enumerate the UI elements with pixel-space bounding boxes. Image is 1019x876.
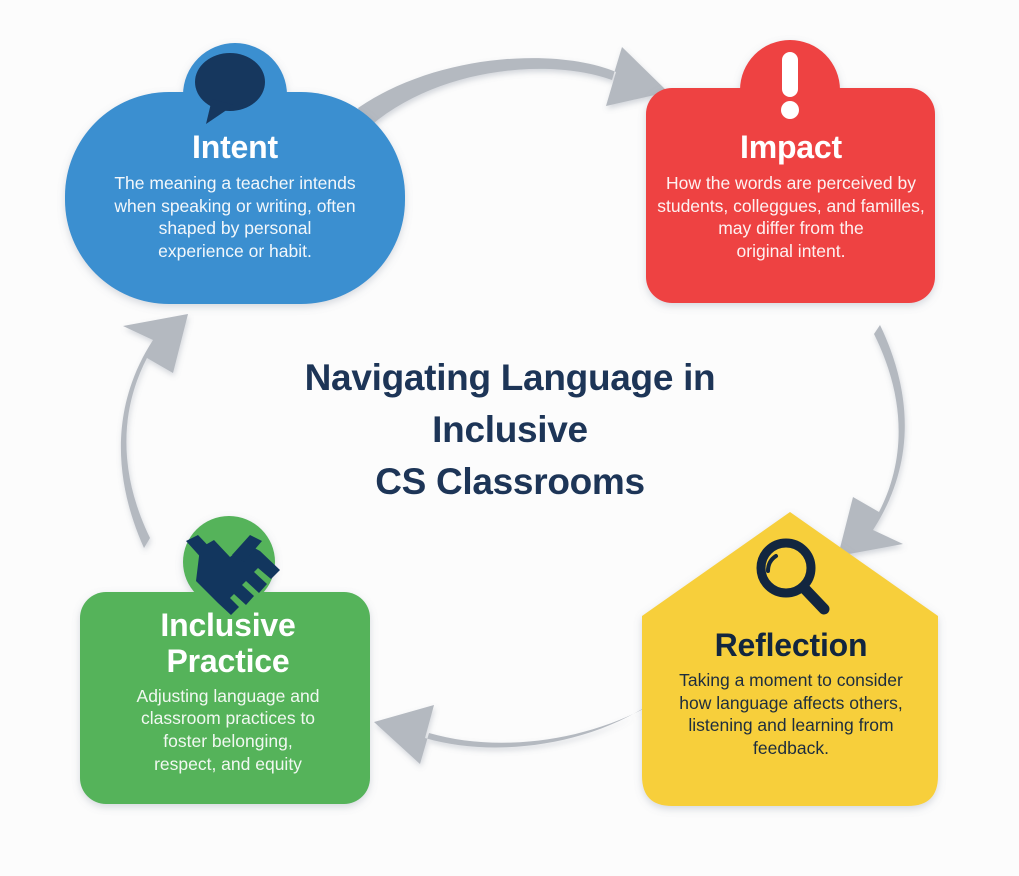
arrow-practice-to-intent <box>120 314 188 548</box>
speech-bubble-icon <box>195 53 265 124</box>
arrow-reflection-to-practice <box>374 702 656 764</box>
handshake-icon <box>186 535 280 615</box>
arrow-impact-to-reflection <box>838 325 905 556</box>
magnifier-icon <box>756 538 830 615</box>
node-reflection[interactable] <box>642 512 938 806</box>
exclamation-icon <box>781 52 799 119</box>
arrow-intent-to-impact <box>358 47 668 128</box>
